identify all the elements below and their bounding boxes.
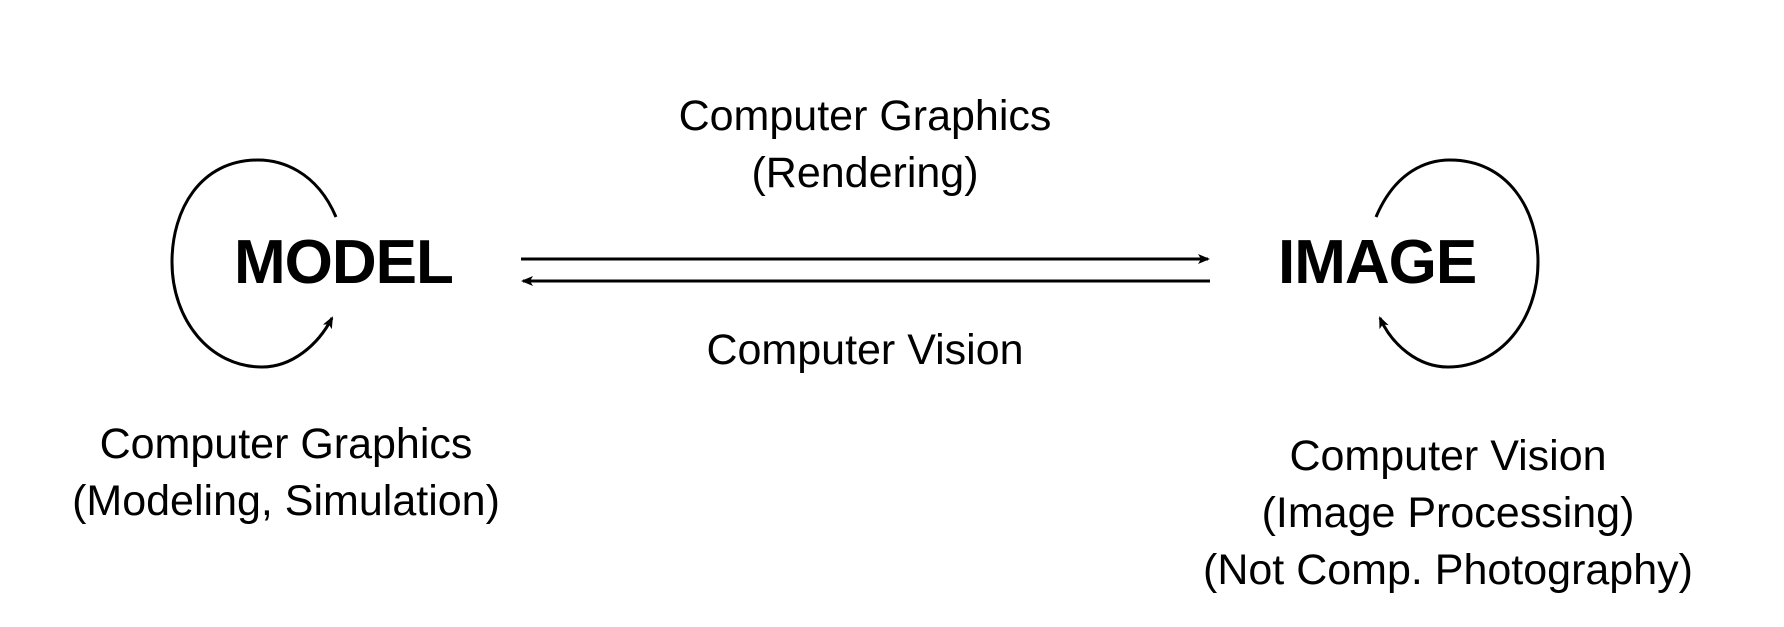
vision-arrow-label: Computer Vision <box>640 322 1090 379</box>
image-self-loop-arrow <box>1374 158 1540 369</box>
model-node-label: MODEL <box>234 228 454 297</box>
model-loop-label-line2: (Modeling, Simulation) <box>72 477 500 525</box>
model-loop-label: Computer Graphics (Modeling, Simulation) <box>36 416 536 530</box>
image-loop-label-line1: Computer Vision <box>1289 432 1607 480</box>
rendering-label-line1: Computer Graphics <box>678 92 1052 140</box>
rendering-label-line2: (Rendering) <box>751 149 979 197</box>
image-loop-label-line3: (Not Comp. Photography) <box>1203 546 1693 594</box>
image-node-label: IMAGE <box>1278 228 1477 297</box>
rendering-label: Computer Graphics (Rendering) <box>640 88 1090 202</box>
image-loop-label-line2: (Image Processing) <box>1261 489 1635 537</box>
model-loop-label-line1: Computer Graphics <box>99 420 473 468</box>
model-self-loop-arrow <box>170 158 338 369</box>
image-loop-label: Computer Vision (Image Processing) (Not … <box>1168 428 1728 599</box>
vision-arrow-label-line1: Computer Vision <box>706 326 1024 374</box>
